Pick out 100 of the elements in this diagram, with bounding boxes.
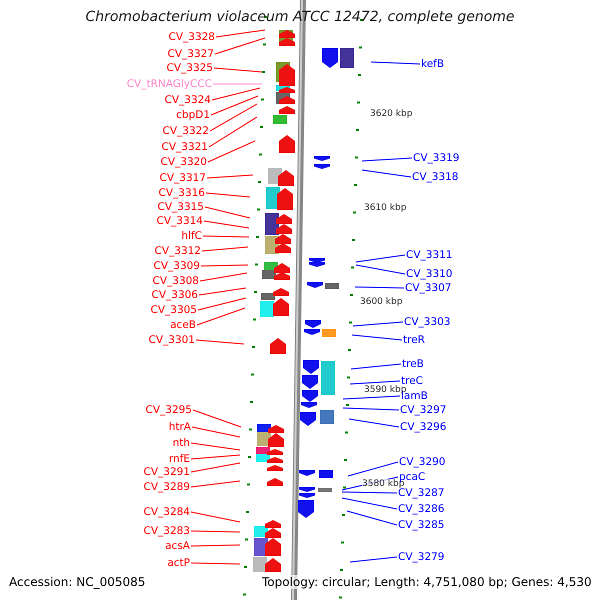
leader-line [204,220,250,228]
leader-line [190,480,240,488]
leader-line [370,62,420,64]
gene-label: CV_3289 [144,481,190,493]
gene-label: treC [401,375,423,387]
gene-label: CV_3311 [406,249,452,261]
leader-line [348,462,398,476]
leader-line [200,272,248,282]
gene-label: CV_3306 [152,289,198,301]
gene-label: CV_3290 [399,456,446,468]
gene-label: CV_3319 [413,152,460,164]
leader-line [356,254,406,262]
leader-line [192,410,242,428]
gene-label: hlfC [181,230,202,242]
leader-line [362,170,412,178]
gene-label: CV_3303 [404,316,450,328]
leader-line [348,418,400,428]
leader-line [190,530,240,532]
leader-line [190,562,240,564]
footer-text: Topology: circular; Length: 4,751,080 bp; Genes: 4,530 [262,574,592,589]
leader-line [196,340,244,344]
leader-line [352,334,402,340]
leader-line [350,556,398,562]
leader-line [342,396,400,400]
leader-line [214,38,266,54]
leader-line [210,104,258,132]
leader-line [210,96,258,116]
gene-label: CV_3296 [400,421,446,433]
gene-label: kefB [421,58,444,70]
leader-line [350,380,400,384]
leader-line [214,68,262,72]
gene-label: treR [403,334,425,346]
gene-label: CV_3291 [144,466,190,478]
leader-line [190,462,240,472]
scale-label: 3610 kbp [364,202,406,213]
gene-label: CV_3310 [406,268,452,280]
gene-label: CV_3284 [144,506,190,518]
gene-label: CV_3301 [148,334,195,346]
leader-line [216,30,266,38]
gene-label: CV_3309 [154,260,200,272]
gene-label: CV_3324 [164,94,211,106]
leader-line [202,236,250,238]
leader-line [200,264,248,266]
leader-line [350,364,402,370]
title: Chromobacterium violaceum ATCC 12472, complete genome [84,9,516,25]
scale-label: 3600 kbp [360,296,402,307]
gene-label: CV_3287 [398,487,444,499]
gene-label: CV_tRNAGlyCCC [126,78,212,90]
leader-line [356,264,406,274]
gene-label: actP [167,557,190,569]
leader-line [212,88,260,100]
leader-line [196,308,246,326]
leader-line [206,174,254,178]
leader-line [208,140,256,162]
gene-label: acsA [165,540,190,552]
gene-label: CV_3315 [158,201,204,213]
gene-label: rnfE [168,453,190,465]
gene-label: CV_3316 [158,187,205,199]
leader-line [202,246,248,252]
gene-label: treB [402,358,424,370]
leader-line [190,512,240,522]
gene-label: CV_3328 [168,31,215,43]
gene-label: CV_3286 [398,503,444,515]
gene-label: CV_3317 [160,172,206,184]
leader-line [192,426,240,438]
gene-label: CV_3318 [412,171,458,183]
gene-label: CV_3320 [160,156,207,168]
leader-line [342,498,398,510]
leader-line [352,322,404,326]
gene-label: CV_3321 [162,141,208,153]
gene-label: CV_3314 [156,215,203,227]
gene-label: htrA [168,421,191,433]
leader-line [198,288,246,296]
leader-line [190,544,240,546]
leader-line [342,492,398,494]
leader-line [204,206,250,218]
gene-label: CV_3279 [398,551,444,563]
leader-line [198,298,246,310]
scale-label: 3620 kbp [370,108,412,119]
gene-label: CV_3283 [144,525,190,537]
gene-label: aceB [170,319,196,331]
leader-line [342,408,400,410]
gene-label: cbpD1 [176,109,210,121]
leader-line [190,454,240,460]
leader-line [346,510,398,526]
gene-label: CV_3307 [405,282,452,294]
gene-label: CV_3295 [146,404,192,416]
leader-line [190,442,240,450]
gene-label: nth [172,437,190,449]
leader-line [208,116,258,148]
gene-label: CV_3312 [154,245,201,257]
footer-text: Accession: NC_005085 [9,574,146,589]
gene-label: CV_3308 [152,275,199,287]
gene-label: CV_3325 [166,62,213,74]
leader-line [354,286,404,288]
gene-label: CV_3327 [168,48,214,60]
gene-label: CV_3297 [400,404,446,416]
gene-label: CV_3285 [398,519,444,531]
gene-label: CV_3322 [162,125,209,137]
leader-line [362,158,412,162]
